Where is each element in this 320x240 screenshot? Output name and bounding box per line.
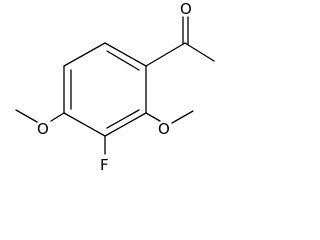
acetyl-bond — [145, 42, 186, 67]
fluorine-label: F — [100, 156, 109, 174]
acetyl-methyl-bond — [184, 42, 215, 62]
methoxy-right-methyl-bond — [171, 110, 194, 124]
methoxy-left-bond — [50, 112, 65, 122]
ring-bond-top — [104, 42, 147, 67]
methoxy-oxygen-right-label: O — [158, 120, 170, 138]
ring-bond-bottom-left — [63, 112, 106, 137]
methoxy-left-methyl-bond — [15, 109, 38, 123]
carbonyl-oxygen-label: O — [180, 0, 192, 18]
methoxy-right-bond — [145, 112, 161, 122]
chemical-structure-diagram: O O F O — [15, 0, 215, 174]
ring-double-bond-top — [106, 50, 140, 71]
ring-bond-top-left — [63, 42, 106, 67]
ring-bond-bottom-right — [104, 112, 147, 137]
ring-double-bond-bottom — [106, 109, 140, 129]
methoxy-oxygen-left-label: O — [37, 120, 49, 138]
